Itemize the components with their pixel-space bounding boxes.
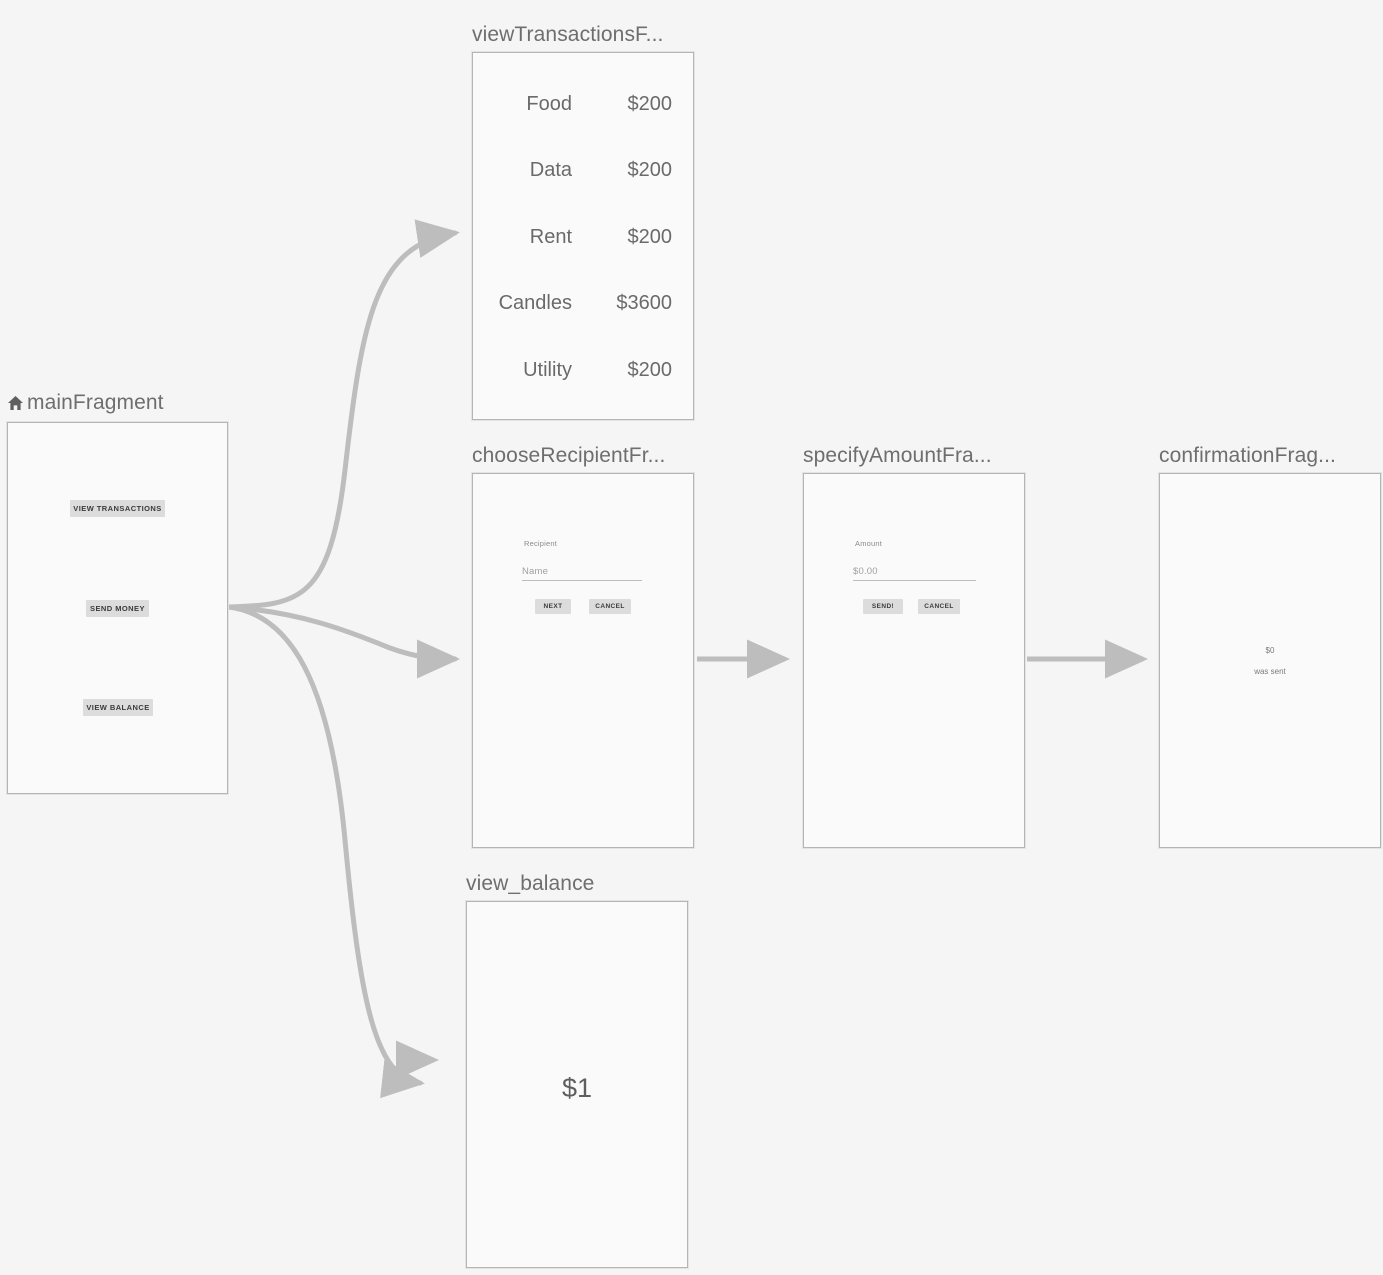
destination-title-choose-recipient: chooseRecipientFr...: [472, 444, 666, 467]
send-button[interactable]: SEND!: [863, 599, 903, 614]
recipient-input-underline: [522, 580, 642, 581]
transaction-row: Rent $200: [472, 226, 694, 254]
action-main-to-view-transactions[interactable]: [226, 219, 460, 610]
home-icon: [7, 392, 24, 418]
transaction-amount: $200: [627, 159, 673, 181]
cancel-button[interactable]: CANCEL: [589, 599, 631, 614]
destination-title-confirmation: confirmationFrag...: [1159, 444, 1336, 467]
transaction-amount: $200: [627, 93, 673, 115]
destination-main-fragment[interactable]: mainFragment VIEW TRANSACTIONS SEND MONE…: [7, 391, 228, 794]
transaction-amount: $3600: [616, 292, 672, 314]
transaction-label: Data: [529, 159, 572, 181]
amount-field-label: Amount: [855, 539, 883, 548]
view-transactions-button[interactable]: VIEW TRANSACTIONS: [70, 500, 165, 517]
destination-title-view-transactions: viewTransactionsF...: [472, 23, 664, 46]
destination-choose-recipient[interactable]: chooseRecipientFr... Recipient Name NEXT…: [472, 444, 694, 848]
transaction-amount: $200: [627, 226, 673, 248]
transaction-row: Candles $3600: [472, 292, 694, 320]
transaction-label: Food: [526, 93, 572, 115]
transaction-label: Rent: [529, 226, 572, 248]
next-button[interactable]: NEXT: [535, 599, 571, 614]
destination-specify-amount[interactable]: specifyAmountFra... Amount $0.00 SEND! C…: [803, 444, 1025, 848]
destination-frame-view-balance: [466, 901, 688, 1268]
destination-frame-choose-recipient: [472, 473, 694, 848]
transaction-amount: $200: [627, 359, 673, 381]
destination-title-main-label: mainFragment: [27, 391, 164, 414]
recipient-field-label: Recipient: [524, 539, 558, 548]
destination-frame-main: [7, 422, 228, 794]
transaction-row: Food $200: [472, 93, 694, 121]
balance-amount: $1: [561, 1073, 593, 1103]
transaction-label: Utility: [523, 359, 572, 381]
send-money-button[interactable]: SEND MONEY: [86, 600, 149, 617]
destination-title-view-balance: view_balance: [466, 872, 595, 895]
destination-title-specify-amount: specifyAmountFra...: [803, 444, 992, 467]
destination-frame-specify-amount: [803, 473, 1025, 848]
confirmation-subtitle: was sent: [1254, 667, 1286, 676]
view-balance-button[interactable]: VIEW BALANCE: [83, 699, 153, 716]
action-main-to-choose-recipient[interactable]: [226, 604, 461, 679]
recipient-name-input[interactable]: Name: [522, 566, 549, 577]
cancel-button[interactable]: CANCEL: [918, 599, 960, 614]
amount-input-underline: [853, 580, 976, 581]
destination-frame-confirmation: [1159, 473, 1381, 848]
transaction-row: Data $200: [472, 159, 694, 187]
transaction-label: Candles: [498, 292, 572, 314]
amount-input[interactable]: $0.00: [853, 566, 878, 577]
action-main-to-view-balance[interactable]: [226, 604, 425, 1099]
destination-view-balance[interactable]: view_balance $1: [466, 872, 688, 1268]
destination-frame-view-transactions: [472, 52, 694, 420]
destination-confirmation[interactable]: confirmationFrag... $0 was sent: [1159, 444, 1381, 848]
destination-view-transactions[interactable]: viewTransactionsF... Food $200 Data $200…: [472, 23, 694, 420]
confirmation-amount: $0: [1265, 646, 1275, 655]
transaction-row: Utility $200: [472, 359, 694, 387]
destination-title-main: mainFragment: [7, 390, 164, 418]
